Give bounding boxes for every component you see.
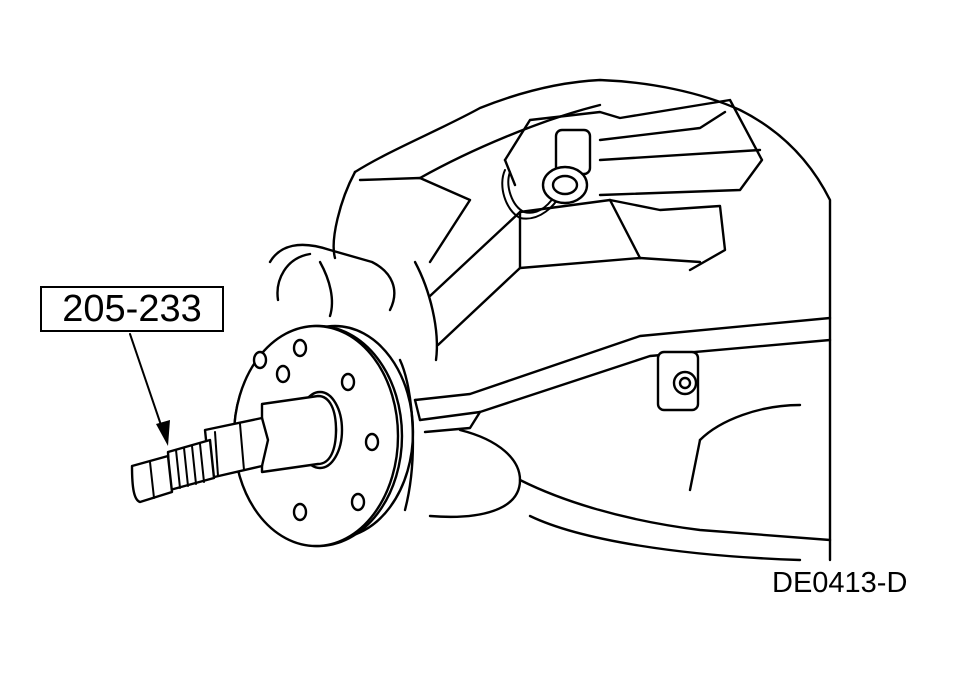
tool-number-callout: 205-233 [40,286,224,332]
leader-arrow [129,333,170,446]
axle-housing-illustration [268,78,832,562]
hub-puller-tool [130,394,338,504]
figure-id: DE0413-D [772,567,908,599]
